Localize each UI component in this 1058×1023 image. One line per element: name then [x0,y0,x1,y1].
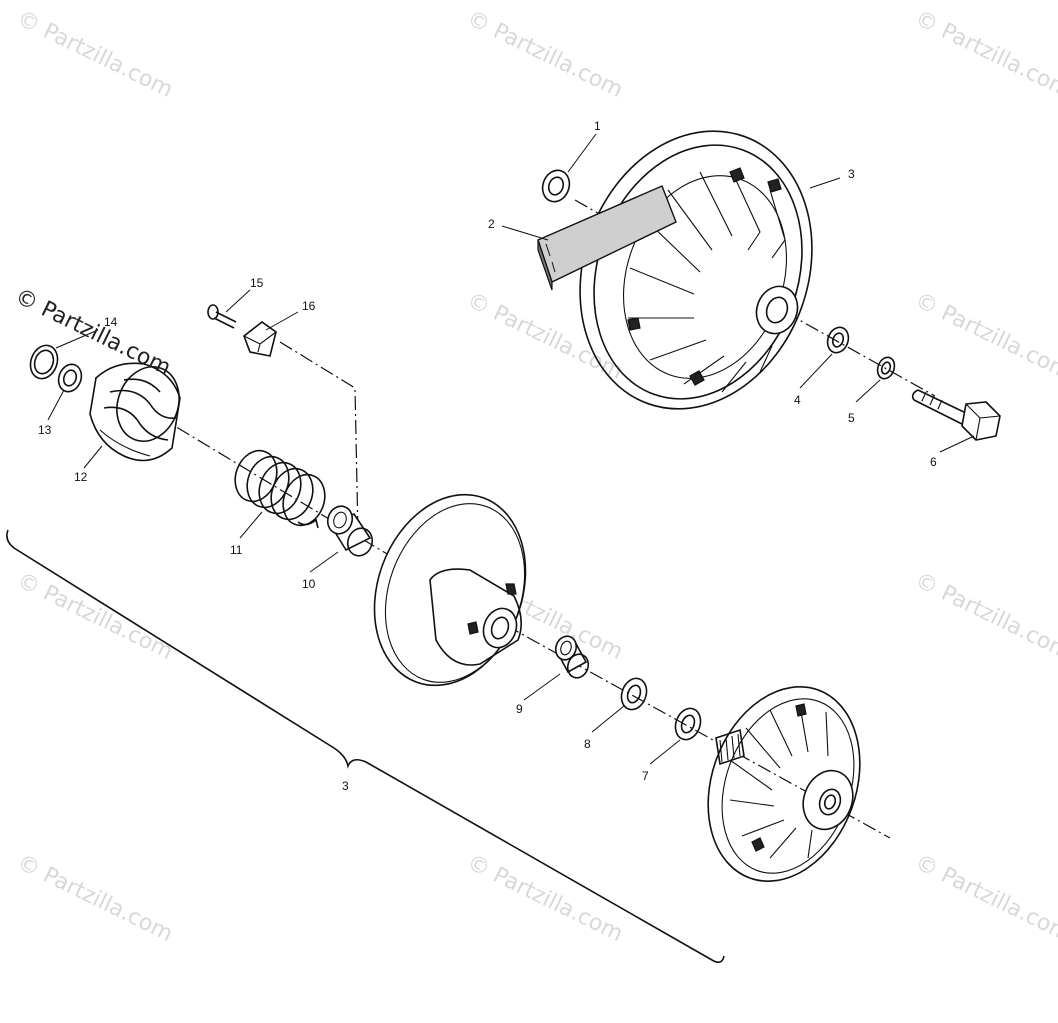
part-12-cam-helix [89,362,181,462]
part-10-bushing [326,505,374,557]
leader-line [239,511,263,539]
callout-1: 1 [594,119,601,133]
leader-line [649,739,681,765]
part-2-drive-belt [537,185,677,291]
axis-line [279,341,359,536]
leader-line [567,133,597,173]
part-11-spring [234,449,326,529]
leader-line [523,673,561,701]
callout-12: 12 [74,470,88,484]
part-3-fixed-sheave [707,686,861,882]
leader-line [799,353,833,389]
leader-line [225,289,251,313]
callout-9: 9 [516,702,523,716]
leader-line [309,551,339,573]
callout-7: 7 [642,769,649,783]
part-9-bushing [554,635,590,679]
leader-line [265,311,299,331]
assembly-bracket [6,529,725,964]
leader-line [809,177,841,189]
callout-2: 2 [488,217,495,231]
part-1-washer [541,169,571,203]
part-14-snap-ring [29,344,59,380]
part-4-washer [826,326,850,354]
axis-line [94,377,891,839]
callout-3: 3 [848,167,855,181]
part-6-bolt [911,389,1001,441]
callout-13: 13 [38,423,52,437]
leader-line [83,445,103,469]
callout-11: 11 [230,543,243,557]
callout-4: 4 [794,393,801,407]
leader-line [47,389,65,421]
callout-14: 14 [104,315,118,329]
axis-line [784,311,936,397]
part-5-lock-washer [876,356,896,380]
callout-assembly: 3 [342,779,349,793]
part-15-screw [207,304,237,329]
part-16-slider-button [243,321,277,357]
leader-line [939,435,975,453]
part-3-stationary-sheave [579,130,813,410]
callout-5: 5 [848,411,855,425]
leader-line [501,225,549,241]
part-13-washer [57,363,83,393]
leader-line [55,329,99,349]
callout-16: 16 [302,299,316,313]
part-3-movable-sheave [373,493,527,687]
part-7-washer [674,707,702,741]
callout-15: 15 [250,276,264,290]
callout-10: 10 [302,577,316,591]
leader-line [855,379,881,403]
callout-8: 8 [584,737,591,751]
leader-line [591,705,625,733]
part-8-washer [620,677,648,711]
callout-6: 6 [930,455,937,469]
